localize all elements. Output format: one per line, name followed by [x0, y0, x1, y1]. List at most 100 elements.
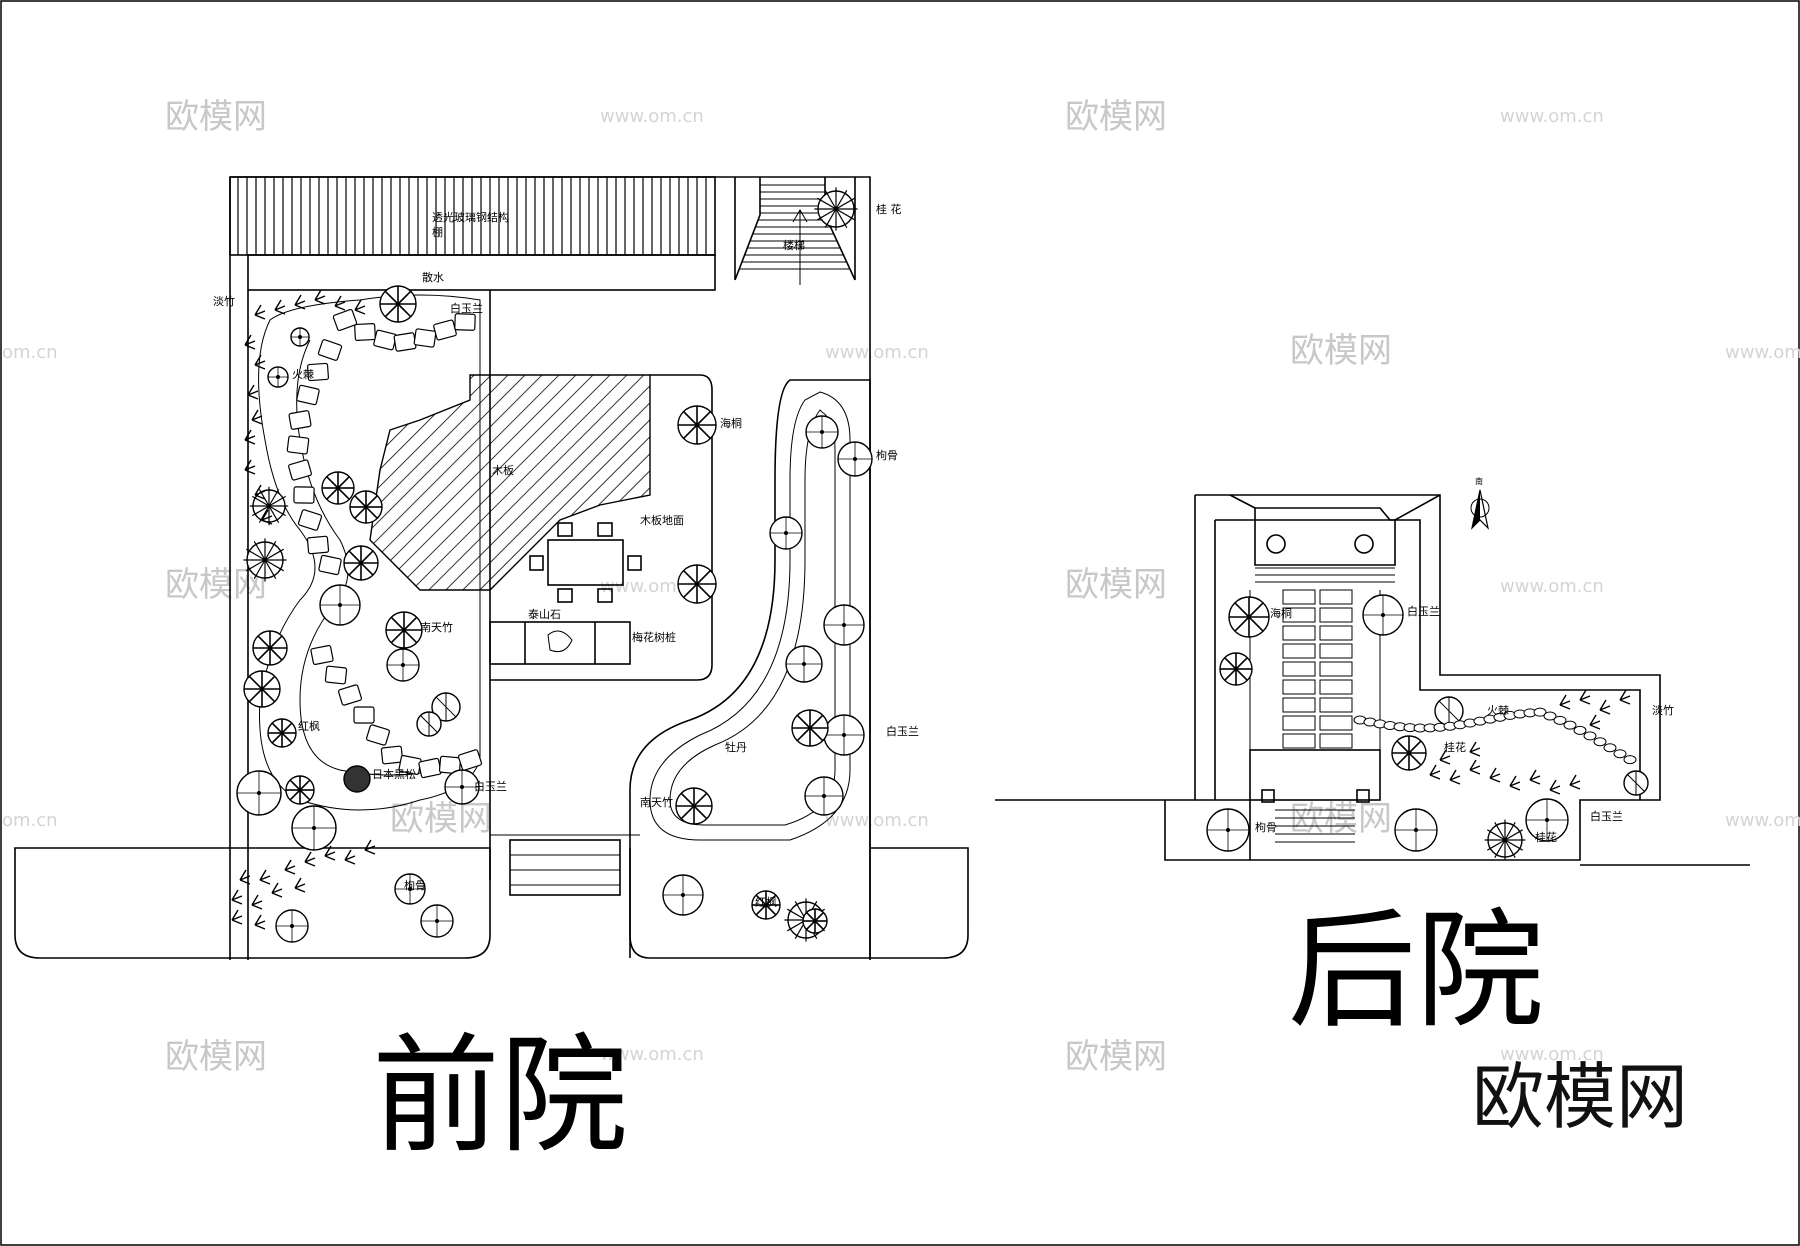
bamboo-icon — [1579, 689, 1591, 705]
dining-table — [529, 522, 642, 603]
pergola-slats — [237, 177, 707, 255]
stepping-stone — [354, 322, 376, 342]
label-wood-floor: 木板地面 — [640, 513, 684, 527]
back-paving — [1249, 589, 1381, 750]
tree-icon — [349, 490, 383, 524]
paver — [1319, 589, 1353, 605]
label-nandina: 南天竹 — [420, 620, 453, 634]
back-steps — [1249, 749, 1381, 843]
tree-icon — [677, 564, 717, 604]
bamboo-icon — [261, 509, 273, 525]
tree-icon — [805, 415, 839, 449]
tree-icon — [420, 904, 454, 938]
stepping-stone — [353, 706, 375, 724]
bamboo-icon — [1619, 689, 1631, 705]
stepping-stone — [288, 459, 312, 481]
label-peony: 牡丹 — [725, 740, 747, 754]
tree-icon — [379, 285, 417, 323]
paver — [1282, 643, 1316, 659]
pebble — [1593, 737, 1607, 747]
tree-icon — [1391, 735, 1427, 771]
paver — [1282, 697, 1316, 713]
label-bamboo: 淡竹 — [1652, 703, 1674, 717]
stepping-stone — [296, 384, 320, 406]
bamboo-icon — [1489, 767, 1501, 783]
tree-icon — [1525, 798, 1569, 842]
tree-icon — [343, 545, 379, 581]
tree-icon — [444, 769, 480, 805]
front-lower-left-bed — [14, 847, 491, 959]
bamboo-icon — [1429, 764, 1441, 780]
watermark-url: www.om.cn — [825, 810, 929, 831]
label-osmanthus: 桂 花 — [876, 202, 902, 216]
stepping-stone — [438, 755, 462, 775]
right-garden-outer — [629, 379, 871, 959]
planter-boxes — [489, 621, 631, 665]
tree-icon — [291, 805, 337, 851]
tree-icon — [1394, 808, 1438, 852]
tree-icon — [275, 909, 309, 943]
pebble — [1543, 711, 1557, 721]
front-yard-plan: 透光玻璃钢结构 棚 散水 楼梯 桂 花 淡竹 白玉兰 火棘 木板 木板地面 海桐… — [14, 176, 969, 960]
watermark-logo: 欧模网 — [1290, 331, 1392, 371]
tree-icon — [290, 327, 310, 347]
tree-icon — [267, 366, 289, 388]
paver — [1282, 625, 1316, 641]
label-japanese-pine: 日本黑松 — [372, 767, 416, 781]
back-yard-plan: 南 海桐 白玉兰 火棘 淡竹 桂花 枸骨 白玉兰 桂花 — [995, 476, 1750, 866]
north-label: 南 — [1475, 476, 1483, 486]
pebble — [1603, 743, 1617, 753]
tree-icon — [823, 604, 865, 646]
stairs — [734, 177, 856, 285]
bamboo-icon — [1509, 775, 1521, 791]
label-nandina-low: 南天竹 — [640, 795, 673, 809]
watermark-logo: 欧模网 — [1065, 565, 1167, 605]
shrub-icon — [1484, 819, 1526, 861]
label-firethorn: 火棘 — [292, 368, 314, 381]
paver — [1319, 625, 1353, 641]
label-wood-deck: 木板 — [492, 463, 514, 477]
label-osmanthus: 桂花 — [1444, 740, 1466, 754]
bamboo-icon — [1549, 779, 1561, 795]
watermark-url: www.om.cn — [1500, 1044, 1604, 1065]
stepping-stone — [332, 309, 358, 331]
stepping-stone — [310, 644, 334, 666]
pebble — [1573, 725, 1587, 735]
front-plants — [231, 187, 873, 943]
label-plum-stump: 梅花树桩 — [632, 630, 676, 644]
paver — [1319, 715, 1353, 731]
tree-icon — [1219, 652, 1253, 686]
bamboo-icon — [239, 869, 251, 885]
label-gouyou-top: 枸骨 — [876, 448, 898, 462]
paver — [1319, 679, 1353, 695]
back-inner-wall — [1214, 519, 1641, 800]
bamboo-icon — [294, 294, 306, 310]
bamboo-icon — [1469, 741, 1481, 757]
bamboo-icon — [324, 845, 336, 861]
watermark-url: om.cn — [2, 342, 58, 363]
stepping-stone — [293, 486, 315, 504]
paver — [1319, 643, 1353, 659]
paver — [1319, 697, 1353, 713]
watermark-logo: 欧模网 — [165, 565, 267, 605]
watermark-url: www.om.cn — [1500, 576, 1604, 597]
label-haitong: 海桐 — [1270, 606, 1292, 620]
paver — [1319, 607, 1353, 623]
bamboo-icon — [1559, 694, 1571, 710]
paver — [1282, 733, 1316, 749]
bamboo-icon — [1569, 774, 1581, 790]
stepping-stone — [297, 509, 323, 531]
back-labels: 海桐 白玉兰 火棘 淡竹 桂花 枸骨 白玉兰 桂花 — [1255, 604, 1674, 844]
watermark-url: www.om.cn — [1500, 106, 1604, 127]
back-plants — [1206, 594, 1649, 861]
tree-icon — [804, 776, 844, 816]
bamboo-icon — [244, 429, 256, 445]
bamboo-icon — [231, 909, 243, 925]
watermark-logo: 欧模网 — [1290, 799, 1392, 839]
tree-icon — [1362, 594, 1404, 636]
label-stairs: 楼梯 — [783, 238, 805, 252]
pebble — [1563, 720, 1577, 730]
tree-icon — [236, 770, 282, 816]
bamboo-icon — [364, 839, 376, 855]
paver — [1282, 715, 1316, 731]
